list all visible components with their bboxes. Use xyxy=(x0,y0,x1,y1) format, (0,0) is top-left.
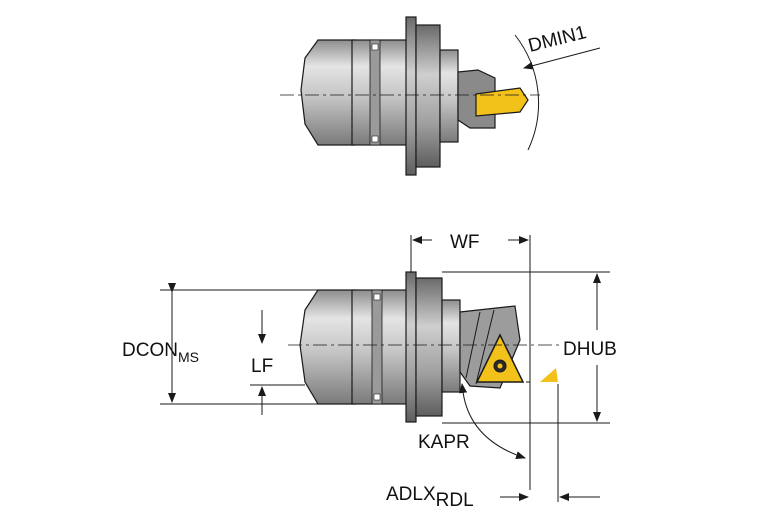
kapr-label: KAPR xyxy=(418,432,470,453)
dcon-dimension xyxy=(160,283,352,405)
dhub-label: DHUB xyxy=(563,339,617,360)
adlx-label: ADLXRDL xyxy=(386,484,474,511)
lf-label: LF xyxy=(251,356,273,377)
dmin1-leader xyxy=(523,47,601,70)
adlx-dimension xyxy=(500,384,600,502)
dcon-label: DCONMS xyxy=(122,340,199,365)
lf-dimension xyxy=(250,310,305,415)
dhub-dimension xyxy=(442,271,610,424)
top-view-tool xyxy=(300,16,529,176)
dmin1-arc xyxy=(514,34,539,151)
bottom-view-tool xyxy=(299,271,558,423)
cutting-edge-wedge xyxy=(540,368,558,382)
kapr-dimension xyxy=(459,381,530,459)
wf-dimension xyxy=(410,235,531,490)
dmin1-label: DMIN1 xyxy=(526,22,588,57)
wf-label: WF xyxy=(450,232,480,253)
